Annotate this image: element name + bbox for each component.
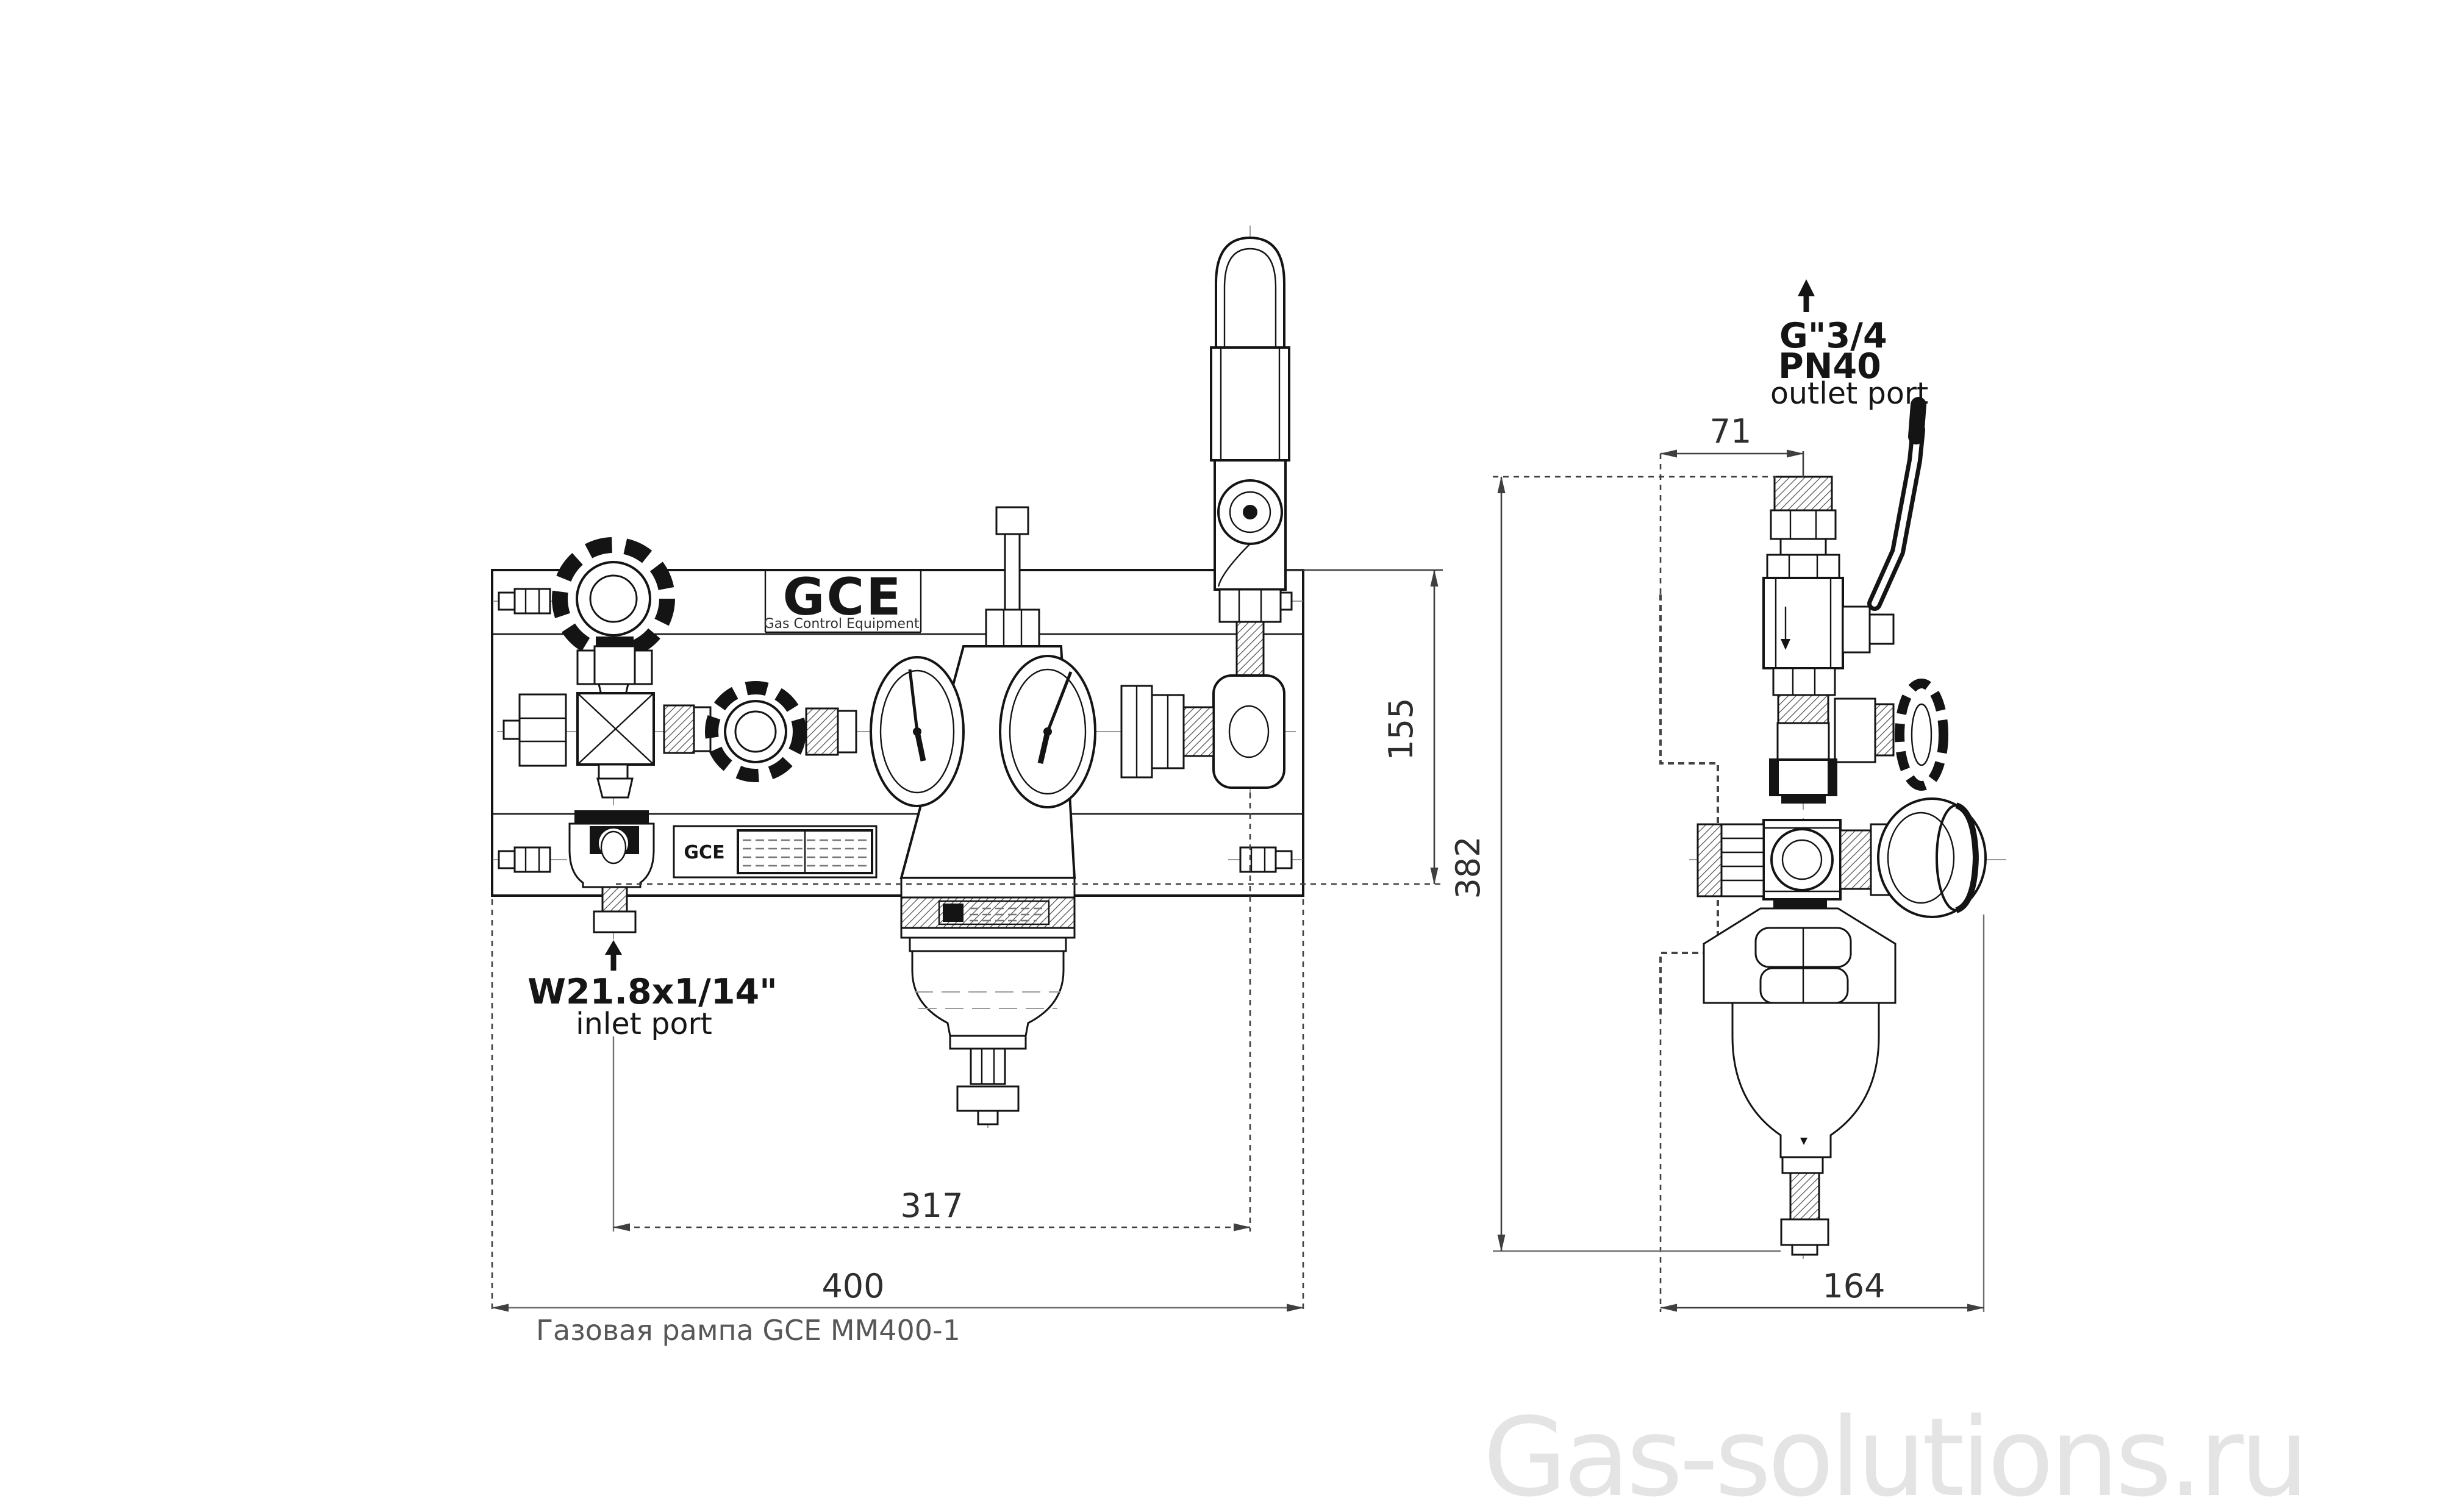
- dimension-317: 317: [612, 793, 1251, 1232]
- up-arrow-icon: [1798, 279, 1815, 296]
- inlet-valve-assembly: [502, 537, 712, 946]
- dimension-155: 155: [616, 569, 1443, 885]
- side-drain-nut: [1780, 1218, 1829, 1246]
- watermark-text: Gas-solutions.ru: [1483, 1394, 2305, 1512]
- dim-71-label: 71: [1710, 412, 1752, 451]
- side-regulator-filter: [1703, 899, 1897, 1256]
- nameplate: GCE: [673, 825, 878, 879]
- logo-panel: GCE Gas Control Equipment: [764, 567, 922, 633]
- inlet-port-annotation: W21.8x1/14" inlet port: [527, 940, 778, 1041]
- side-view: 71 382 164 G"3/4 PN40 outlet port: [1449, 279, 2006, 1312]
- nameplate-logo: GCE: [684, 842, 724, 863]
- outlet-pressure-gauge: [999, 655, 1096, 808]
- relief-valve-assembly: [1120, 226, 1290, 799]
- flow-arrow-icon: [1781, 639, 1790, 650]
- dimension-400: 400: [491, 899, 1304, 1312]
- outlet-port-label: outlet port: [1770, 376, 1928, 411]
- inlet-port-label: inlet port: [576, 1007, 712, 1041]
- outlet-elbow: [1212, 674, 1285, 789]
- ball-valve-assembly: [1762, 397, 1926, 724]
- mounting-plate: [491, 569, 1304, 897]
- outlet-pressure-label: PN40: [1778, 346, 1881, 387]
- gce-tagline: Gas Control Equipment: [764, 616, 920, 632]
- filter-assembly: [900, 877, 1076, 1128]
- inlet-thread-label: W21.8x1/14": [527, 972, 778, 1012]
- dim-382-label: 382: [1449, 836, 1487, 899]
- filter-drain-nut: [956, 1085, 1020, 1112]
- needle-valve-branch: [1834, 679, 1948, 791]
- gauge-needle-hub: [913, 727, 921, 736]
- dimension-382: 382: [1449, 476, 1781, 1252]
- dimension-164: 164: [1660, 915, 1985, 1312]
- shutoff-valve-assembly: [705, 681, 857, 782]
- filter-label: [938, 900, 1050, 925]
- needle-valve-handwheel-icon: [1895, 679, 1948, 791]
- relief-valve-cap: [1215, 236, 1285, 349]
- outlet-port-annotation: G"3/4 PN40 outlet port: [1770, 279, 1928, 411]
- outlet-port-face: [1770, 828, 1834, 891]
- dim-317-label: 317: [900, 1186, 963, 1225]
- side-filter-bowl: [1731, 1002, 1880, 1158]
- dim-400-label: 400: [821, 1267, 884, 1305]
- dimension-71: 71: [1660, 412, 1804, 477]
- mounting-bolt-top-left: [493, 588, 567, 615]
- inlet-pressure-gauge: [870, 656, 965, 807]
- lever-grip: [1908, 397, 1926, 444]
- up-arrow-icon: [605, 940, 622, 955]
- mounting-bolt-bottom-left: [493, 846, 567, 873]
- outlet-thread-label: G"3/4: [1779, 316, 1887, 356]
- dim-155-label: 155: [1382, 697, 1420, 760]
- mounting-bolt-bottom-right: [1228, 846, 1303, 873]
- drawing-caption: Газовая рампа GCE MM400-1: [536, 1314, 960, 1347]
- side-gauge-assembly: [1839, 797, 1987, 918]
- ball-valve-body: [1762, 577, 1844, 669]
- dim-164-label: 164: [1822, 1267, 1885, 1305]
- gce-logo: GCE: [783, 567, 903, 627]
- front-view: GCE Gas Control Equipment: [491, 226, 1443, 1312]
- gauge-needle-hub: [1043, 727, 1052, 736]
